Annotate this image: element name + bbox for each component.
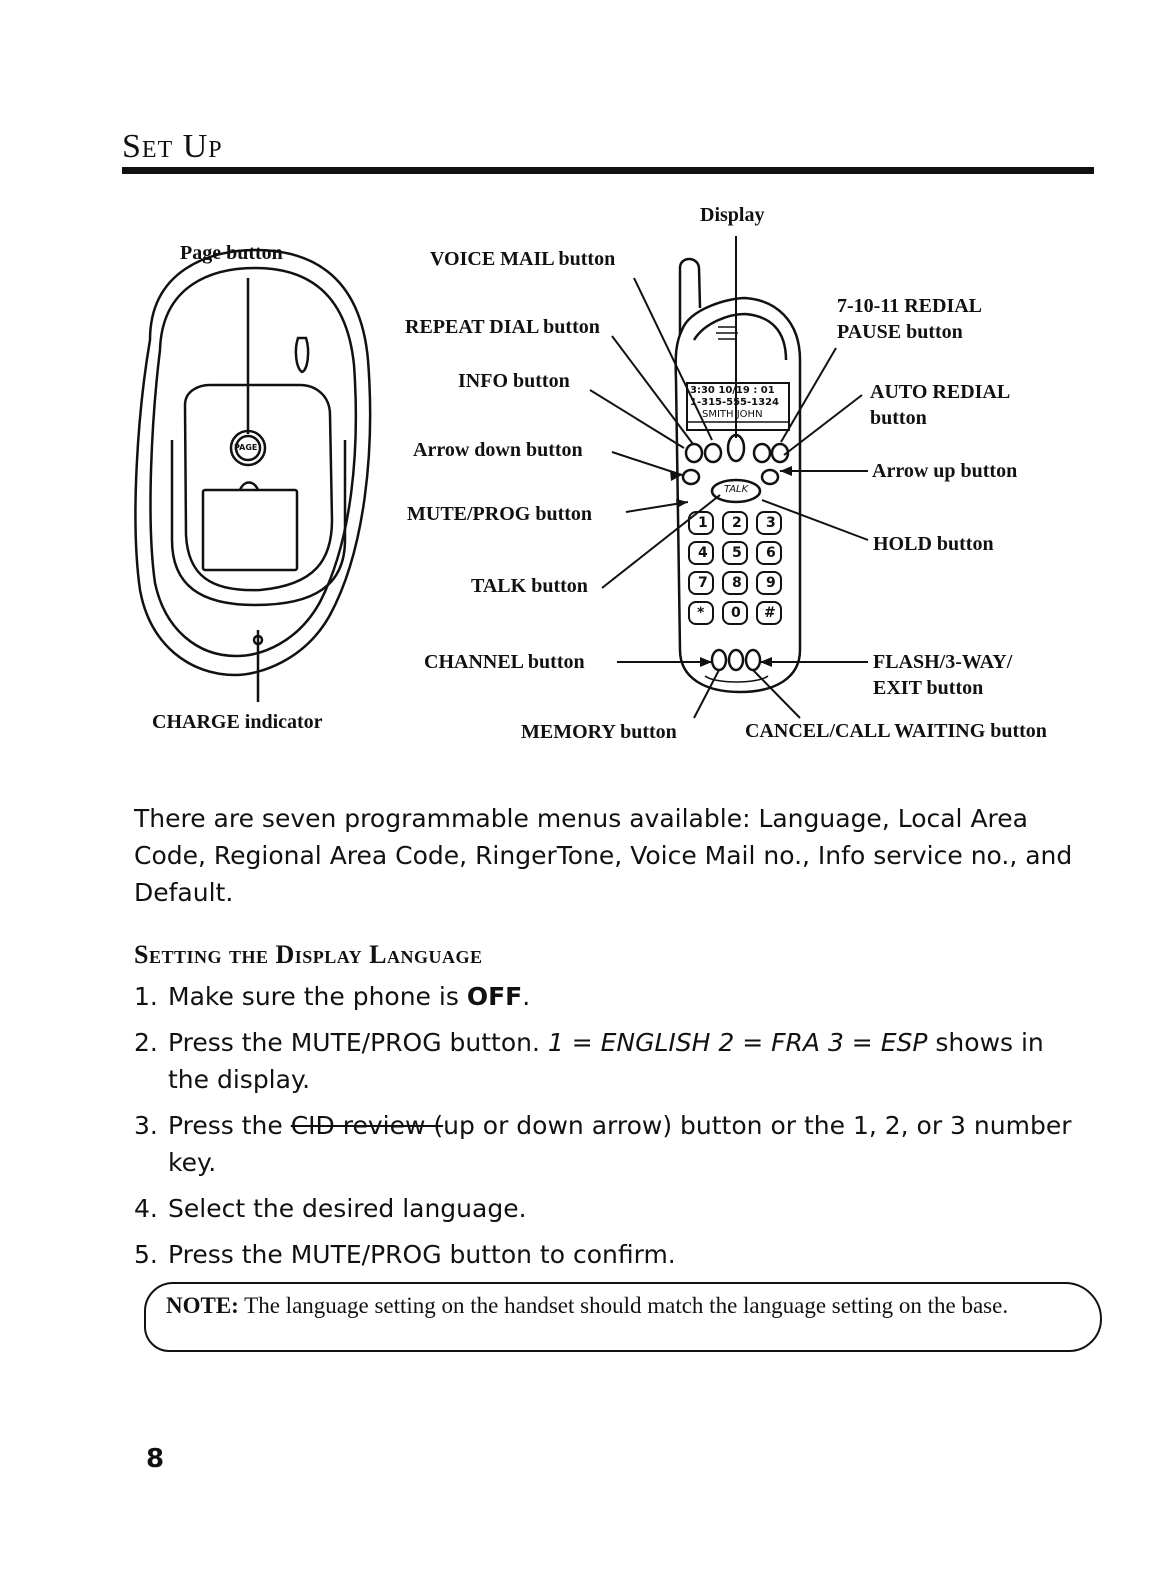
step-number: 4. [134, 1194, 158, 1223]
keypad-key: 8 [732, 575, 742, 591]
label-hold: HOLD button [873, 533, 994, 555]
keypad-key: # [764, 605, 776, 621]
keypad-key: 9 [766, 575, 776, 591]
step-item: 4. Select the desired language. [134, 1190, 1084, 1227]
label-page-button: Page button [180, 242, 283, 264]
step-text: Press the MUTE/PROG button. [168, 1028, 548, 1057]
phone-diagram: PAGE 3:30 10/19 : 01 1-315-555-1324 SMIT… [0, 190, 1167, 760]
base-unit-drawing [134, 248, 372, 702]
step-item: 2. Press the MUTE/PROG button. 1 = ENGLIS… [134, 1024, 1084, 1098]
label-redial-pause-1: 7-10-11 REDIAL [837, 295, 983, 317]
step-number: 3. [134, 1111, 158, 1140]
page-title: Set Up [122, 128, 223, 165]
keypad-key: 4 [698, 545, 708, 561]
label-flash-2: EXIT button [873, 677, 984, 699]
keypad-key: 3 [766, 515, 776, 531]
handset-drawing [674, 257, 802, 694]
note-text: NOTE: The language setting on the handse… [166, 1288, 1076, 1323]
step-text: up or down arrow) button or the 1, 2, or… [168, 1111, 1072, 1177]
step-text: shows in the display. [168, 1028, 1044, 1094]
note-box: NOTE: The language setting on the handse… [144, 1282, 1102, 1352]
label-channel: CHANNEL button [424, 651, 585, 673]
step-item: 3. Press the CID review (up or down arrow… [134, 1107, 1084, 1181]
note-body: The language setting on the handset shou… [238, 1293, 1009, 1318]
step-bold-text: OFF [466, 982, 523, 1011]
step-number: 1. [134, 982, 158, 1011]
label-arrow-down: Arrow down button [413, 439, 583, 461]
label-auto-redial-1: AUTO REDIAL [870, 381, 1011, 403]
steps-list: 1. Make sure the phone is OFF. 2. Press th… [134, 978, 1084, 1282]
keypad-key: * [697, 605, 705, 621]
label-display: Display [700, 204, 765, 226]
diagram-illustration [134, 236, 869, 719]
intro-paragraph: There are seven programmable menus avail… [134, 804, 1073, 907]
label-mute-prog: MUTE/PROG button [407, 503, 593, 525]
keypad-key: 0 [731, 605, 741, 621]
label-voice-mail: VOICE MAIL button [430, 248, 616, 270]
lcd-line-3: SMITH JOHN [702, 409, 763, 420]
subsection-title: Setting the Display Language [134, 940, 483, 969]
label-cancel-call-waiting: CANCEL/CALL WAITING button [745, 720, 1047, 742]
label-redial-pause-2: PAUSE button [837, 321, 963, 343]
arrow-heads [670, 466, 792, 667]
lcd-line-2: 1-315-555-1324 [690, 397, 779, 408]
title-rule [122, 167, 1094, 174]
lcd-line-1: 3:30 10/19 : 01 [690, 385, 775, 396]
note-label: NOTE: [166, 1293, 239, 1318]
step-number: 5. [134, 1240, 158, 1269]
page-number: 8 [146, 1444, 165, 1474]
leader-lines [589, 236, 869, 719]
step-text: Make sure the phone is [168, 982, 467, 1011]
talk-key-label: TALK [724, 484, 749, 495]
label-charge-indicator: CHARGE indicator [152, 711, 323, 733]
label-auto-redial-2: button [870, 407, 927, 429]
label-memory: MEMORY button [521, 721, 677, 743]
step-item: 1. Make sure the phone is OFF. [134, 978, 1084, 1015]
label-info: INFO button [458, 370, 570, 392]
keypad-key: 7 [698, 575, 708, 591]
keypad-key: 1 [698, 515, 708, 531]
keypad-key: 2 [732, 515, 742, 531]
keypad-key: 5 [732, 545, 742, 561]
step-struck-text: CID review ( [290, 1111, 444, 1140]
step-italic-text: 1 = ENGLISH 2 = FRA 3 = ESP [547, 1028, 928, 1057]
label-repeat-dial: REPEAT DIAL button [405, 316, 600, 338]
step-text: Press the [168, 1111, 291, 1140]
step-text: . [522, 982, 531, 1011]
step-text: Press the MUTE/PROG button to confirm. [168, 1240, 676, 1269]
step-text: Select the desired language. [168, 1194, 527, 1223]
step-number: 2. [134, 1028, 158, 1057]
step-item: 5. Press the MUTE/PROG button to confirm. [134, 1236, 1084, 1273]
base-page-key-label: PAGE [234, 443, 258, 452]
label-arrow-up: Arrow up button [872, 460, 1018, 482]
label-talk: TALK button [471, 575, 588, 597]
keypad-key: 6 [766, 545, 776, 561]
label-flash-1: FLASH/3-WAY/ [873, 651, 1013, 673]
